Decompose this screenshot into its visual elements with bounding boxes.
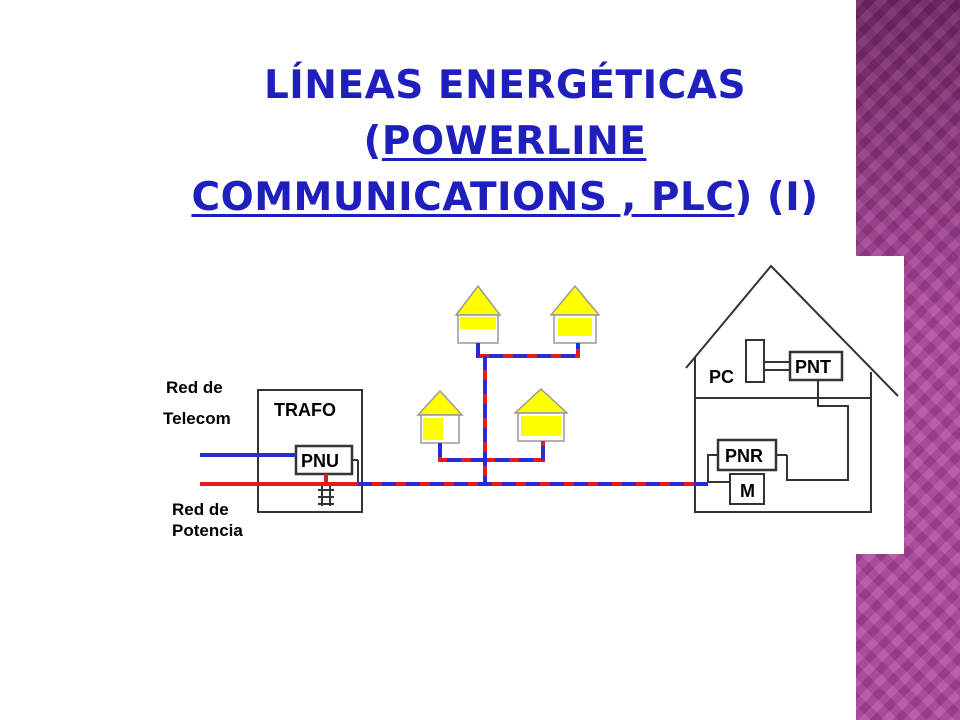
trafo-label: TRAFO bbox=[274, 400, 336, 420]
pnr-box bbox=[707, 438, 787, 483]
pc-label: PC bbox=[709, 367, 734, 387]
pnu-label: PNU bbox=[301, 451, 339, 471]
title-text-start: LÍNEAS ENERGÉTICAS ( bbox=[263, 63, 747, 164]
decorative-sidebar bbox=[856, 0, 960, 720]
small-house-top-left bbox=[454, 284, 502, 344]
pnr-label: PNR bbox=[725, 446, 763, 466]
meter-label: M bbox=[740, 481, 755, 501]
telecom-label-line2: Telecom bbox=[163, 409, 231, 428]
small-house-mid-left bbox=[416, 389, 464, 444]
pnt-wire bbox=[786, 380, 849, 481]
title-text-end: ) (I) bbox=[734, 175, 819, 220]
pnt-label: PNT bbox=[795, 357, 831, 377]
telecom-label-line1: Red de bbox=[166, 378, 223, 397]
slide-title: LÍNEAS ENERGÉTICAS (POWERLINE COMMUNICAT… bbox=[150, 58, 860, 226]
transformer-station bbox=[257, 389, 363, 513]
power-label-line2: Potencia bbox=[172, 521, 243, 540]
pc-unit bbox=[745, 339, 790, 383]
title-link-communications[interactable]: COMMUNICATIONS , PLC bbox=[191, 175, 735, 220]
power-label-line1: Red de bbox=[172, 500, 229, 519]
customer-house bbox=[685, 264, 899, 513]
small-house-top-right bbox=[549, 284, 601, 344]
plc-signal-path bbox=[358, 343, 708, 486]
pnt-box bbox=[788, 350, 844, 382]
title-link-powerline[interactable]: POWERLINE bbox=[381, 119, 647, 164]
small-house-mid-right bbox=[513, 387, 569, 442]
meter-box bbox=[729, 473, 765, 505]
